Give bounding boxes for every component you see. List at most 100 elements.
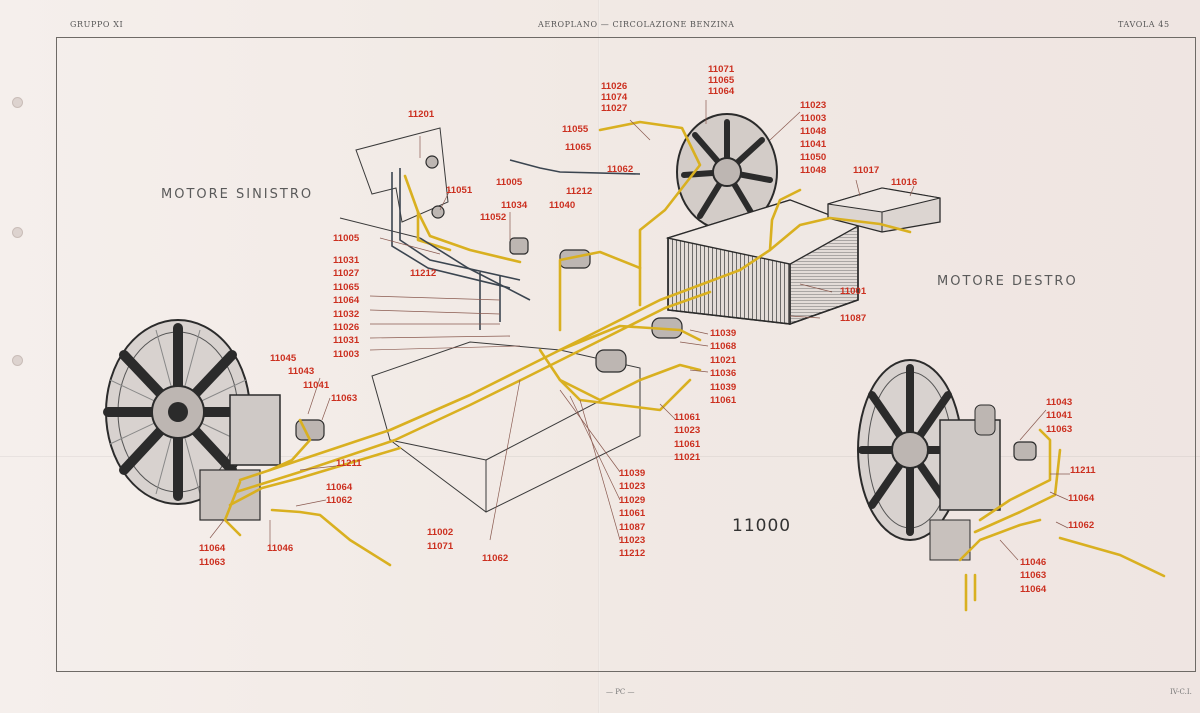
part-label: 11062 [326, 495, 353, 506]
label-group-right-engine: 11043 11041 11063 [1046, 396, 1072, 436]
part-label: 11071 [708, 64, 735, 75]
binder-hole [12, 97, 23, 108]
label-group-top-mid: 11071 11065 11064 [708, 64, 734, 97]
part-label: 11065 [333, 281, 360, 293]
label-group-top-center: 11026 11074 11027 [601, 81, 627, 114]
rear-engine [676, 113, 778, 231]
header-group: GRUPPO XI [70, 20, 124, 29]
part-label: 11045 [270, 353, 297, 364]
label-group-bottom-center: 11039 11023 11029 11061 11087 11023 1121… [619, 467, 645, 561]
part-label: 11064 [199, 543, 226, 554]
part-label: 11002 [427, 527, 454, 538]
part-label: 11050 [800, 152, 827, 163]
fuel-filters [295, 155, 1037, 461]
part-label: 11031 [333, 255, 360, 266]
part-label: 11063 [199, 557, 226, 568]
label-group-left-column: 11031 11027 11065 11064 11032 11026 1103… [333, 254, 359, 361]
part-label: 11041 [303, 379, 330, 391]
fuel-lines [223, 120, 1166, 612]
label-group-right-top: 11023 11003 11048 11041 11050 11048 [800, 99, 826, 177]
part-label: 11017 [853, 165, 880, 176]
part-label: 11211 [1070, 465, 1096, 476]
label-group-mid-right: 11039 11068 11021 11036 11039 11061 [710, 327, 736, 407]
label-group-right-bottom: 11046 11063 11064 [1020, 556, 1046, 596]
footer-code: IV-C.I. [1170, 688, 1192, 696]
part-label: 11212 [619, 548, 646, 560]
part-label: 11041 [800, 139, 827, 150]
part-label: 11029 [619, 494, 646, 506]
part-label: 11021 [674, 452, 701, 464]
header-plate: TAVOLA 45 [1118, 20, 1170, 29]
footer-page: — PC — [606, 688, 635, 696]
part-label: 11001 [840, 286, 867, 297]
part-label: 11065 [565, 142, 592, 153]
binder-hole [12, 355, 23, 366]
fold-line-horizontal [0, 456, 1200, 457]
binder-hole [12, 227, 23, 238]
seat-frame [339, 127, 449, 239]
part-label: 11005 [333, 233, 360, 244]
part-label: 11003 [800, 113, 827, 124]
part-label: 11074 [601, 92, 628, 103]
part-label: 11003 [333, 348, 360, 360]
part-label: 11023 [674, 425, 701, 437]
label-group-left-engine: 11045 11043 11041 [270, 352, 329, 392]
part-label: 11061 [619, 508, 646, 520]
part-label: 11087 [619, 521, 646, 533]
part-label: 11212 [566, 186, 593, 197]
part-label: 11062 [482, 553, 509, 564]
part-label: 11031 [333, 335, 360, 347]
header-title: AEROPLANO — CIRCOLAZIONE BENZINA [538, 20, 735, 29]
part-label: 11046 [1020, 557, 1047, 568]
part-label: 11061 [710, 395, 737, 407]
control-lines [391, 159, 641, 330]
part-label: 11021 [710, 354, 737, 366]
left-engine [103, 319, 281, 521]
part-label: 11055 [562, 124, 589, 135]
part-label: 11026 [601, 81, 628, 92]
part-label: 11061 [674, 412, 701, 423]
part-label: 11063 [1046, 423, 1073, 435]
part-label: 11051 [446, 185, 473, 196]
part-label: 11034 [501, 200, 528, 211]
part-label: 11048 [800, 126, 827, 137]
leader-lines [209, 100, 1070, 561]
part-label: 11023 [800, 100, 827, 111]
part-label: 11063 [331, 393, 358, 404]
part-label: 11032 [333, 308, 360, 320]
part-label: 11068 [710, 341, 737, 353]
part-label: 11064 [708, 86, 735, 97]
part-label: 11036 [710, 368, 737, 380]
part-label: 11041 [1046, 410, 1073, 422]
part-label: 11040 [549, 200, 576, 211]
right-engine-title: MOTORE DESTRO [937, 274, 1078, 289]
part-label: 11061 [674, 438, 701, 450]
part-label: 11211 [336, 458, 362, 469]
part-label: 11201 [408, 109, 435, 120]
part-label: 11046 [267, 543, 294, 554]
part-label: 11016 [891, 177, 918, 188]
part-label: 11071 [427, 541, 454, 552]
part-label: 11064 [333, 295, 360, 307]
part-label: 11062 [607, 164, 634, 175]
part-label: 11039 [619, 468, 646, 479]
part-label: 11027 [333, 268, 360, 280]
part-label: 11062 [1068, 520, 1095, 531]
part-label: 11052 [480, 212, 507, 223]
part-label: 11039 [710, 381, 737, 393]
part-label: 11039 [710, 328, 737, 339]
part-label: 11048 [800, 165, 827, 176]
group-number: 11000 [732, 516, 792, 536]
part-label: 11065 [708, 75, 735, 86]
radiator-block [665, 199, 860, 326]
right-engine [857, 359, 1001, 561]
part-label: 11064 [1020, 583, 1047, 595]
part-label: 11023 [619, 535, 646, 547]
drawing-frame [56, 37, 1196, 672]
part-label: 11043 [1046, 397, 1073, 408]
part-label: 11212 [410, 268, 437, 279]
part-label: 11026 [333, 322, 360, 334]
part-label: 11023 [619, 481, 646, 493]
part-label: 11064 [326, 482, 353, 493]
